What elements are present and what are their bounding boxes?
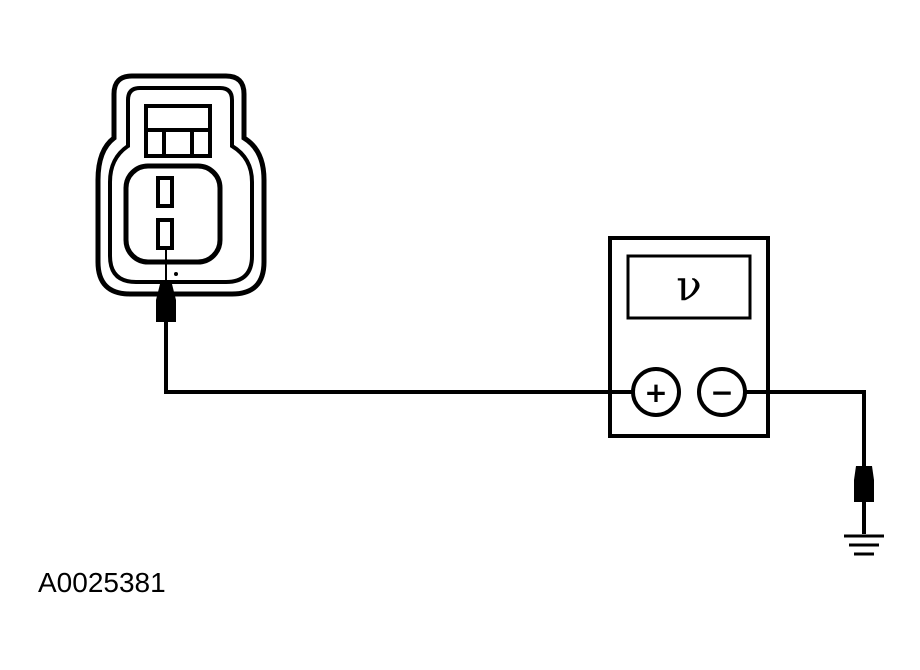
probe-tip-upper [156, 284, 176, 300]
ground-clip-body [854, 480, 874, 502]
connector-pin-1 [156, 176, 174, 208]
connector-lock-center [162, 128, 194, 158]
voltmeter-display [626, 254, 752, 320]
positive-terminal-label: + [644, 376, 667, 409]
connector-pin-2 [156, 218, 174, 250]
ground-icon [844, 534, 884, 556]
connector-dot [174, 272, 178, 276]
figure-id: A0025381 [38, 567, 166, 598]
negative-terminal-label: − [710, 376, 733, 409]
connector-face [123, 163, 223, 265]
voltmeter-display-symbol: ν [676, 261, 702, 310]
voltmeter-body [608, 236, 770, 438]
connector-inner-shell [108, 86, 254, 284]
positive-terminal [631, 367, 681, 417]
probe-body [156, 300, 176, 322]
back-probe [156, 284, 176, 392]
connector-outer-shell [95, 73, 267, 297]
voltmeter: ν + − [608, 236, 770, 438]
negative-test-lead [745, 390, 874, 534]
sensor-connector [95, 73, 267, 297]
negative-lead-wire [745, 390, 866, 466]
ground-clip-top [854, 466, 874, 480]
